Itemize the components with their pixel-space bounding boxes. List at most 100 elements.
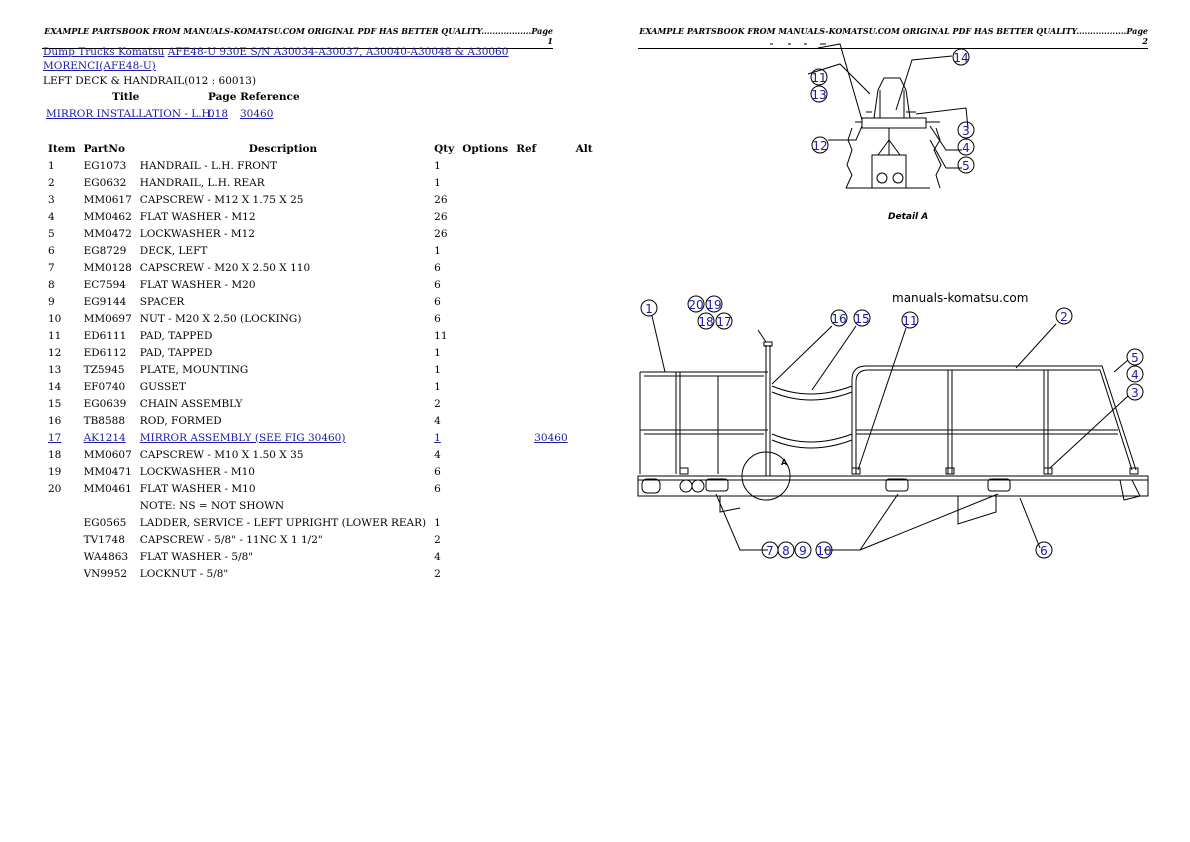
cell-alt [572,395,597,412]
cell-alt [572,480,597,497]
detail-callout-circle [952,48,970,66]
breadcrumb-link-variant[interactable]: MORENCI(AFE48-U) [43,60,156,72]
cell-item: 15 [48,397,62,410]
cell-partno: EG8729 [83,244,127,257]
cell-options [458,276,512,293]
cell-options [458,395,512,412]
main-callout-number: 1 [645,302,653,316]
cell-item [44,565,80,582]
cell-alt [572,497,597,514]
main-callout-number: 16 [831,312,846,326]
cell-ref [512,276,571,293]
cell-ref [512,327,571,344]
cell-item: 18 [48,448,62,461]
cell-item [44,548,80,565]
cell-item: 10 [48,312,62,325]
main-callout-circle [687,295,705,313]
cell-qty: 1 [434,380,441,393]
cell-qty: 6 [434,295,441,308]
cell-qty: 1 [434,159,441,172]
cell-item: 5 [48,227,55,240]
cell-ref [512,310,571,327]
cell-partno[interactable]: AK1214 [83,431,126,444]
main-callout-circle [697,312,715,330]
cell-alt [572,446,597,463]
table-row[interactable]: 17 AK1214 MIRROR ASSEMBLY (SEE FIG 30460) 1… [44,429,597,446]
cell-item[interactable]: 17 [48,431,62,444]
cell-alt [572,191,597,208]
main-callout-number: 5 [1131,351,1139,365]
cell-partno: VN9952 [83,567,128,580]
cell-item: 6 [48,244,55,257]
parts-table-header: Item PartNo Description Qty Options Ref … [44,141,597,157]
cell-description: PAD, TAPPED [139,329,213,342]
cell-alt [572,548,597,565]
detail-callout-number: 11 [811,71,826,85]
cell-options [458,327,512,344]
cell-item: 4 [48,210,55,223]
cell-item: 20 [48,482,62,495]
cell-description: DECK, LEFT [139,244,208,257]
ref-title-link[interactable]: MIRROR INSTALLATION - L.H. [46,108,215,120]
cell-item: 11 [48,329,62,342]
cell-partno: TZ5945 [83,363,125,376]
cell-item [44,514,80,531]
ref-ref-link[interactable]: 30460 [240,108,274,120]
cell-ref [512,548,571,565]
cell-description: LADDER, SERVICE - LEFT UPRIGHT (LOWER RE… [139,516,427,529]
cell-alt [572,514,597,531]
cell-ref [512,531,571,548]
cell-partno: WA4863 [83,550,129,563]
cell-item: 13 [48,363,62,376]
cell-options [458,208,512,225]
cell-item: 3 [48,193,55,206]
cell-description: FLAT WASHER - M20 [139,278,256,291]
cell-description: PAD, TAPPED [139,346,213,359]
cell-partno: EF0740 [83,380,126,393]
cell-alt [572,242,597,259]
cell-options [458,446,512,463]
cell-qty: 6 [434,278,441,291]
breadcrumb-link-serial[interactable]: AFE48-U 930E S/N A30034-A30037, A30040-A… [167,46,509,58]
cell-options [458,565,512,582]
cell-description: CHAIN ASSEMBLY [139,397,243,410]
main-callout-number: 6 [1040,544,1048,558]
main-callout-number: 4 [1131,368,1139,382]
main-callout-number: 19 [706,298,721,312]
breadcrumb-link-model-family[interactable]: Dump Trucks Komatsu [43,46,165,58]
cell-options [458,225,512,242]
cell-qty: 26 [434,210,448,223]
cell-options [458,463,512,480]
page1-header: EXAMPLE PARTSBOOK FROM MANUALS-KOMATSU.C… [42,26,553,49]
cell-item: 1 [48,159,55,172]
cell-qty: 1 [434,516,441,529]
col-options: Options [462,143,509,155]
cell-description: CAPSCREW - M20 X 2.50 X 110 [139,261,311,274]
cell-qty[interactable]: 1 [434,431,441,444]
main-callout-circle [1126,348,1144,366]
cell-options [458,242,512,259]
cell-item: 8 [48,278,55,291]
cell-partno: TB8588 [83,414,126,427]
detail-callout-number: 4 [962,141,970,155]
cell-partno: MM0128 [83,261,132,274]
cell-ref [512,395,571,412]
main-callout-circle [901,311,919,329]
col-alt: Alt [575,143,593,155]
cell-description[interactable]: MIRROR ASSEMBLY (SEE FIG 30460) [139,431,346,444]
cell-item: 12 [48,346,62,359]
ref-page-link[interactable]: 018 [208,108,229,120]
main-callout-circle [1126,383,1144,401]
cell-description: HANDRAIL, L.H. REAR [139,176,265,189]
main-callout-number: 11 [902,314,917,328]
cell-ref[interactable]: 30460 [534,431,568,444]
cell-options [458,378,512,395]
